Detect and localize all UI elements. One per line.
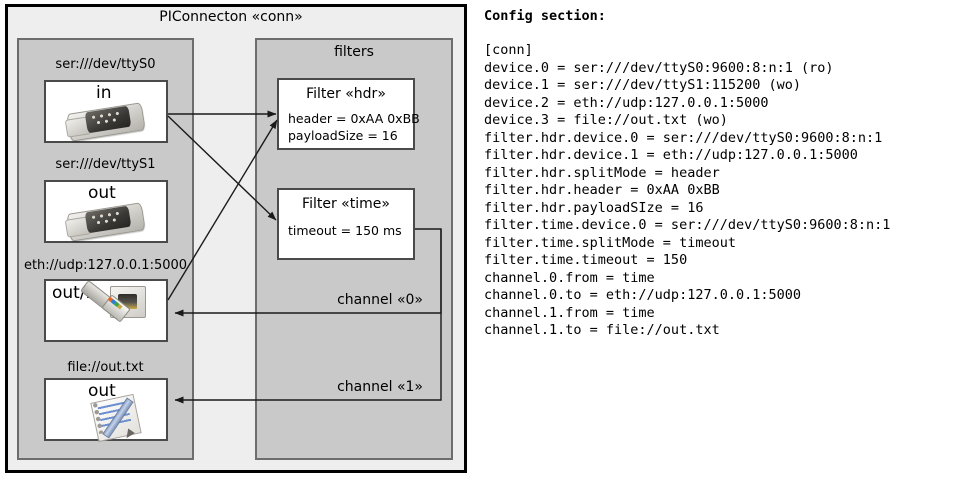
config-heading: Config section: <box>484 8 606 24</box>
device-direction-file: out <box>88 381 116 401</box>
device-direction-ttyS0: in <box>96 83 112 103</box>
config-section: Config section: [conn] device.0 = ser://… <box>480 0 964 484</box>
device-box-ttyS1[interactable]: out <box>44 180 168 243</box>
diagram-area: PIConnecton «conn» ser:///dev/ttyS0 in s… <box>0 0 476 484</box>
device-box-ttyS0[interactable]: in <box>44 80 168 143</box>
channel-label-0: channel «0» <box>337 292 423 308</box>
filter-props-time: timeout = 150 ms <box>288 223 402 238</box>
device-label-eth: eth://udp:127.0.0.1:5000 <box>23 258 188 273</box>
device-label-ttyS1: ser:///dev/ttyS1 <box>55 157 156 172</box>
device-box-eth[interactable]: out/in <box>44 279 168 342</box>
filter-props-hdr: header = 0xAA 0xBB payloadSize = 16 <box>288 111 420 143</box>
ethernet-jack-icon <box>72 279 164 338</box>
device-direction-ttyS1: out <box>88 183 116 203</box>
config-body-text: [conn] device.0 = ser:///dev/ttyS0:9600:… <box>484 42 891 338</box>
notepad-pencil-icon <box>90 393 150 444</box>
device-label-file: file://out.txt <box>67 360 144 375</box>
filter-title-hdr: Filter «hdr» <box>306 86 386 102</box>
diagram-title: PIConnecton «conn» <box>159 9 303 25</box>
channel-label-1: channel «1» <box>337 379 423 395</box>
filter-box-time[interactable]: Filter «time» timeout = 150 ms <box>277 188 415 260</box>
filter-title-time: Filter «time» <box>302 196 390 212</box>
filters-panel-title: filters <box>334 44 374 60</box>
device-label-ttyS0: ser:///dev/ttyS0 <box>55 57 156 72</box>
serial-connector-icon <box>64 100 150 142</box>
serial-connector-icon <box>64 200 150 242</box>
filter-box-hdr[interactable]: Filter «hdr» header = 0xAA 0xBB payloadS… <box>277 78 420 150</box>
device-box-file[interactable]: out <box>44 378 168 444</box>
